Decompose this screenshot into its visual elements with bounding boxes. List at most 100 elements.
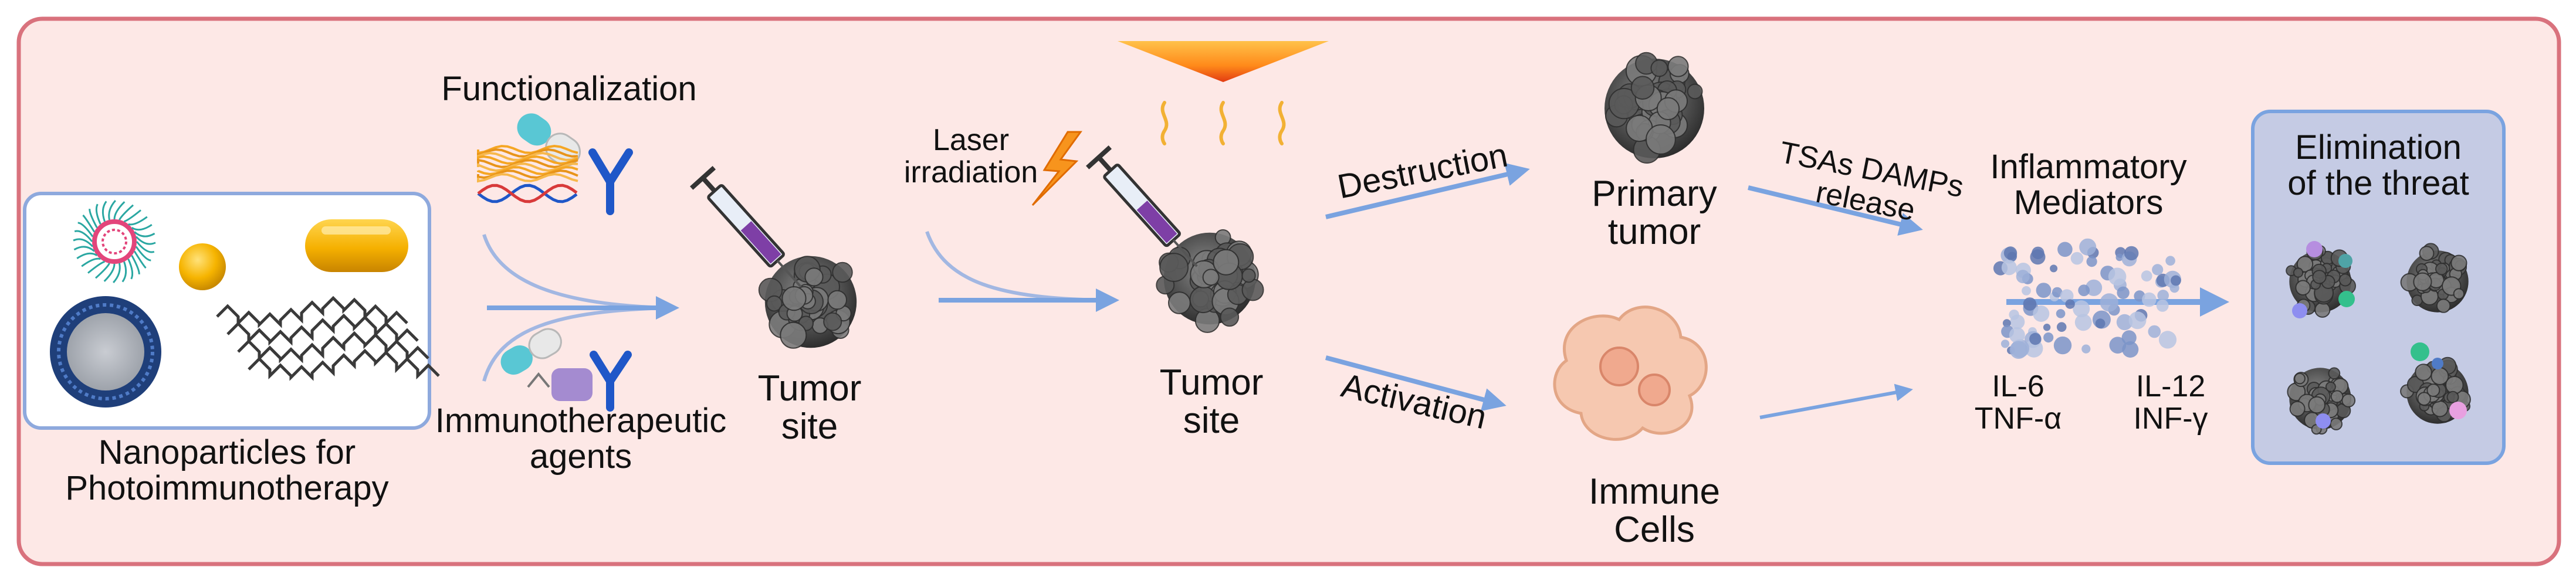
laser-bolt-icon <box>1031 131 1082 206</box>
tumor-cell <box>2436 298 2451 313</box>
antibody-icon <box>588 148 633 215</box>
mediator-dot <box>2022 286 2031 296</box>
tumor-cell <box>1646 124 1676 155</box>
nanoparticles-label: Nanoparticles for Photoimmunotherapy <box>25 434 429 507</box>
mediator-dot <box>2065 299 2075 309</box>
tumor-cell <box>804 267 824 287</box>
tumor-cell <box>1241 279 1264 301</box>
tumor-cell <box>2450 254 2467 271</box>
mediator-dot <box>2128 311 2147 330</box>
tumor-cell <box>1159 253 1189 282</box>
primary-tumor-icon <box>1605 52 1704 164</box>
arrow-activation <box>1325 355 1507 412</box>
mediator-dot <box>2009 327 2025 343</box>
tumor-cell <box>2426 383 2440 397</box>
arrow-tsas-release <box>1748 185 1923 236</box>
tumor-cell <box>2338 273 2352 287</box>
immune-cells-line-2: Cells <box>1614 510 1695 551</box>
tumor-cell <box>1630 76 1655 100</box>
mediator-dot <box>2033 305 2050 322</box>
arrow-destruction <box>1325 162 1530 219</box>
micelle-chain <box>76 252 98 259</box>
mediator-dot <box>2009 341 2028 359</box>
inflammatory-mediators-line-1: Inflammatory <box>1990 148 2187 186</box>
mediator-dot <box>2171 275 2181 286</box>
graphene-row <box>248 348 440 381</box>
micelle-chain <box>73 246 95 252</box>
tumor-cell <box>780 321 807 349</box>
micelle-chain <box>82 214 96 233</box>
tumor-cell <box>2325 381 2336 392</box>
wave-strand <box>477 155 578 165</box>
primary-tumor-label: Primary tumor <box>1555 175 1754 251</box>
micelle-chain <box>108 200 116 220</box>
tumor-cell <box>2415 364 2432 381</box>
micelle-chain <box>128 216 148 226</box>
mediator-dot <box>2029 332 2042 345</box>
tumor-cell <box>1667 56 1689 77</box>
nanocapsule-highlight <box>321 226 391 235</box>
syringe-icon-2 <box>1086 145 1198 267</box>
micelle-chain <box>135 236 156 245</box>
tumor-cell <box>2453 288 2465 300</box>
mediator-dot <box>2142 292 2157 307</box>
tumor-cell <box>1168 291 1191 314</box>
micelle-chain <box>123 209 141 223</box>
micelle-chain <box>135 246 151 262</box>
tumor-site-1-line-1: Tumor <box>757 368 862 409</box>
tumor-cell <box>766 295 783 312</box>
micelle-chain <box>113 263 121 283</box>
mediator-dot <box>2056 309 2066 318</box>
mediator-dot <box>2086 256 2097 267</box>
mediator-dot <box>2117 286 2130 299</box>
tumor-cell <box>1220 307 1240 327</box>
cytokine-tnfa: TNF-α <box>1974 401 2062 436</box>
inflammatory-mediators-line-2: Mediators <box>2013 183 2164 222</box>
micelle-chain <box>89 209 98 229</box>
wave-strand <box>477 172 578 183</box>
mediator-dot <box>2100 293 2118 312</box>
tumor-site-label-1: Tumor site <box>722 369 898 446</box>
mediator-dot <box>2043 332 2054 343</box>
laser-beam-icon <box>1118 41 1329 82</box>
mediator-dot <box>2036 283 2052 298</box>
mediator-dot <box>2095 318 2106 329</box>
mediator-dot <box>2078 284 2090 297</box>
functionalization-label: Functionalization <box>441 70 697 108</box>
tumor-site-label-2: Tumor site <box>1123 364 1299 440</box>
tumor-cell <box>2330 417 2343 430</box>
immunotherapeutic-capsule-icon <box>500 328 562 375</box>
mediator-dot <box>2148 325 2161 338</box>
mediator-dot <box>2053 336 2072 355</box>
graphene-row <box>237 331 429 364</box>
elimination-line-2: of the threat <box>2287 164 2469 202</box>
mediator-dot <box>2056 322 2067 332</box>
mediator-dot <box>2003 246 2018 260</box>
mesoporous-silica-icon <box>50 296 161 408</box>
mediator-dot <box>2165 256 2175 266</box>
arrow-immune-to-mediators <box>1759 383 1913 419</box>
mediator-dot <box>2086 279 2103 296</box>
mediator-dot <box>2070 252 2084 265</box>
dna-icon <box>477 184 578 203</box>
mediator-dot <box>2081 344 2091 354</box>
mediator-dot <box>2043 324 2051 331</box>
tumor-cell <box>2328 367 2341 380</box>
micelle-chain <box>136 241 155 253</box>
dna-strand <box>477 184 578 203</box>
cytokines-right-label: IL-12 INF-γ <box>2112 371 2229 434</box>
elimination-immune-markers <box>2292 241 2467 429</box>
micelle-chain <box>101 201 107 222</box>
mediator-dot <box>2108 267 2127 286</box>
mediator-dot <box>2000 339 2010 348</box>
inflammatory-mediators-label: Inflammatory Mediators <box>1954 148 2223 222</box>
wave-strand <box>477 166 578 176</box>
mediator-dot <box>2124 246 2139 261</box>
mediator-particles <box>1993 238 2182 359</box>
mediator-dot <box>2122 341 2139 358</box>
cytokines-left-label: IL-6 TNF-α <box>1959 371 2077 434</box>
primary-tumor-line-2: tumor <box>1607 212 1701 253</box>
wave-strand <box>477 148 578 158</box>
immunotherapeutic-label-line-1: Immunotherapeutic <box>435 402 727 440</box>
laser-irradiation-line-2: irradiation <box>903 155 1038 189</box>
